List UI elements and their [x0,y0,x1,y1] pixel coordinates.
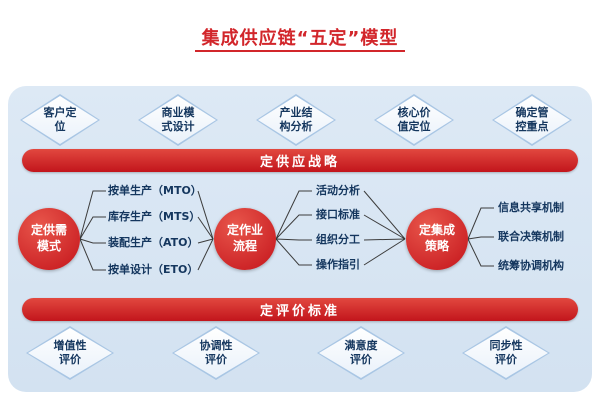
node-operation-process: 定作业流程 [214,208,276,270]
diamond-label: 同步性评价 [489,339,523,366]
node-integration-strategy: 定集成策略 [406,208,468,270]
node-label: 定集成策略 [418,223,455,253]
top-diamond-customer-positioning: 客户定位 [20,94,100,146]
production-mode-item-mts: 库存生产（MTS） [108,210,201,223]
bottom-diamond-coordination: 协调性评价 [172,326,260,380]
evaluation-standard-banner: 定评价标准 [22,298,578,321]
production-mode-item-eto: 按单设计（ETO） [108,263,199,276]
bottom-diamond-value-added: 增值性评价 [26,326,114,380]
process-item-organization-division: 组织分工 [316,233,360,246]
diamond-label: 客户定位 [43,106,77,133]
node-label: 定供需模式 [30,223,67,253]
diamond-label: 满意度评价 [344,339,378,366]
diamond-label: 产业结构分析 [279,106,313,133]
diamond-label: 增值性评价 [53,339,87,366]
process-item-activity-analysis: 活动分析 [316,184,360,197]
top-diamond-core-value: 核心价值定位 [374,94,454,146]
bottom-diamond-synchronization: 同步性评价 [462,326,550,380]
mechanism-item-coordination-body: 统筹协调机构 [498,259,564,272]
process-item-interface-standard: 接口标准 [316,208,360,221]
diamond-label: 核心价值定位 [397,106,431,133]
top-diamond-business-model: 商业模式设计 [138,94,218,146]
top-diamond-control-focus: 确定管控重点 [492,94,572,146]
bottom-diamond-satisfaction: 满意度评价 [317,326,405,380]
node-supply-demand-model: 定供需模式 [18,208,80,270]
production-mode-item-ato: 装配生产（ATO） [108,236,199,249]
diamond-label: 商业模式设计 [161,106,195,133]
mechanism-item-joint-decision: 联合决策机制 [498,230,564,243]
mechanism-item-info-sharing: 信息共享机制 [498,201,564,214]
node-label: 定作业流程 [226,223,263,253]
supply-strategy-banner: 定供应战略 [22,149,578,172]
title-underline [195,50,405,52]
diamond-label: 确定管控重点 [515,106,549,133]
production-mode-item-mto: 按单生产（MTO） [108,184,202,197]
process-item-operation-guide: 操作指引 [316,258,360,271]
top-diamond-industry-structure: 产业结构分析 [256,94,336,146]
page-title: 集成供应链“五定”模型 [201,28,399,49]
diamond-label: 协调性评价 [199,339,233,366]
